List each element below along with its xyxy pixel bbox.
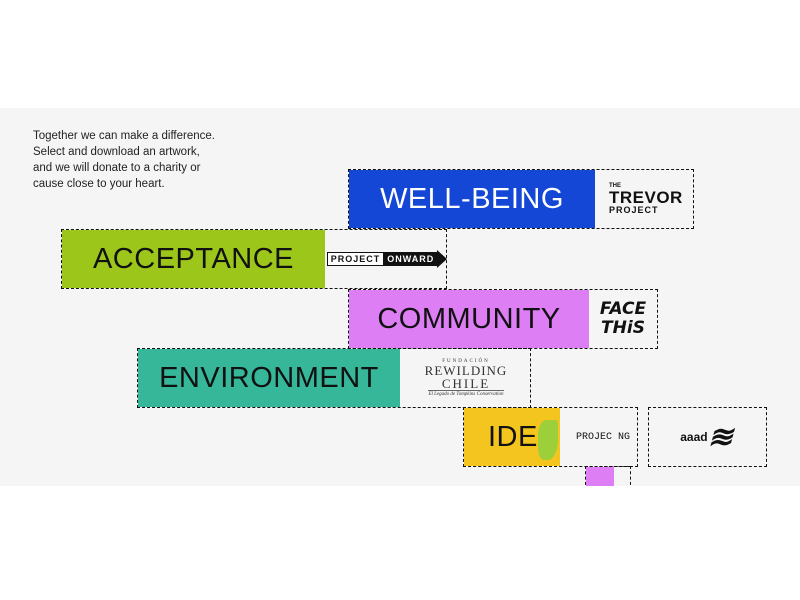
reveal-paint-blob	[538, 420, 558, 460]
arrow-right-icon	[437, 250, 448, 268]
rewilding-tagline: El Legado de Tompkins Conservation	[428, 390, 504, 397]
wellbeing-label: WELL-BEING	[349, 170, 595, 228]
facethis-line1: FACE	[599, 299, 647, 319]
rewilding-line1: REWILDING	[424, 363, 508, 378]
rewilding-line2: CHILE	[441, 376, 491, 391]
project-onward-logo: PROJECT ONWARD	[326, 230, 448, 288]
wellbeing-card[interactable]: WELL-BEING THE TREVOR PROJECT	[348, 169, 694, 229]
glaad-card[interactable]: aaad ≋	[648, 407, 767, 467]
rewilding-top: FUNDACIÓN	[442, 359, 490, 364]
onward-part2: ONWARD	[384, 252, 438, 266]
onward-part1: PROJECT	[326, 252, 385, 266]
intro-line: Select and download an artwork,	[33, 146, 200, 158]
community-card[interactable]: COMMUNITY FACE THiS	[348, 289, 658, 349]
artwork-gallery: Together we can make a difference. Selec…	[0, 108, 800, 486]
rewilding-chile-logo: FUNDACIÓN REWILDING CHILE El Legado de T…	[406, 349, 526, 407]
intro-line: Together we can make a difference.	[33, 130, 215, 142]
community-label: COMMUNITY	[349, 290, 589, 348]
intro-line: and we will donate to a charity or	[33, 162, 201, 174]
trevor-the: THE	[609, 183, 621, 189]
intro-line: cause close to your heart.	[33, 178, 165, 190]
environment-label: ENVIRONMENT	[138, 349, 400, 407]
project-logo: PROJEC NG	[575, 431, 630, 443]
acceptance-card[interactable]: ACCEPTANCE PROJECT ONWARD	[61, 229, 448, 289]
glaad-text: aaad	[680, 430, 708, 444]
environment-card[interactable]: ENVIRONMENT FUNDACIÓN REWILDING CHILE El…	[137, 348, 531, 408]
intro-text: Together we can make a difference. Selec…	[33, 128, 215, 192]
partial-card-fill	[586, 467, 614, 486]
trevor-main: TREVOR	[609, 188, 683, 207]
partial-card[interactable]	[585, 466, 631, 486]
glaad-logo: aaad ≋	[649, 408, 766, 466]
facethis-line2: THiS	[601, 318, 645, 338]
acceptance-label: ACCEPTANCE	[62, 230, 325, 288]
face-this-logo: FACE THiS	[593, 290, 653, 348]
trevor-project-logo: THE TREVOR PROJECT	[605, 170, 689, 228]
trevor-project: PROJECT	[609, 205, 659, 215]
glaad-mark-icon: ≋	[705, 420, 740, 454]
